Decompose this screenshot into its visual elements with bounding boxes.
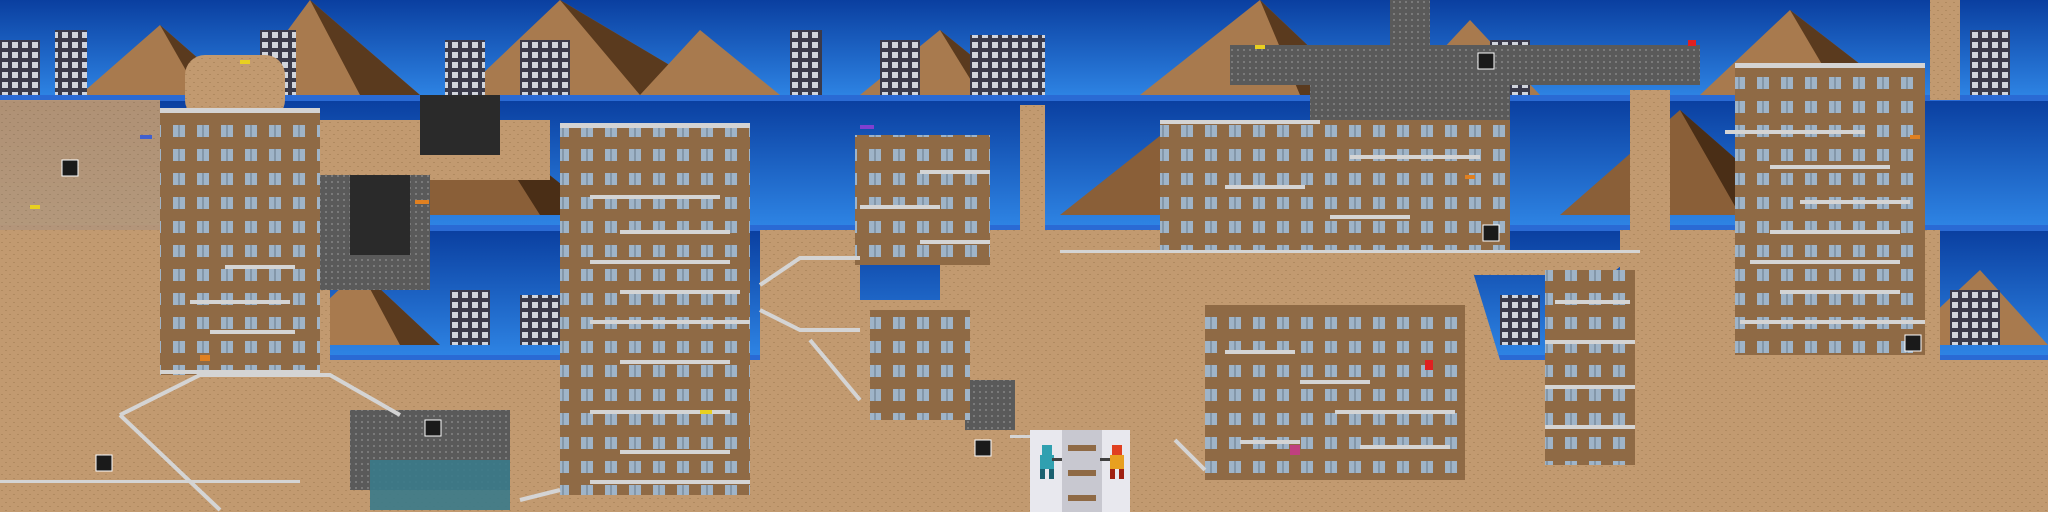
player-blue [1040,445,1062,479]
building-5 [1160,120,1510,250]
player-red [1100,445,1124,479]
building-6 [1205,305,1465,480]
building-4 [870,310,970,420]
platform-ledges [0,120,1925,484]
water-pool [370,460,510,510]
building-3 [855,135,990,265]
ramps [118,256,1207,512]
weapon-pickup-icon [30,40,1920,455]
flag-marker-icon [61,52,1922,472]
building-8 [1735,63,1925,355]
building-1 [160,108,320,375]
building-7 [1545,270,1635,465]
building-2 [560,123,750,495]
